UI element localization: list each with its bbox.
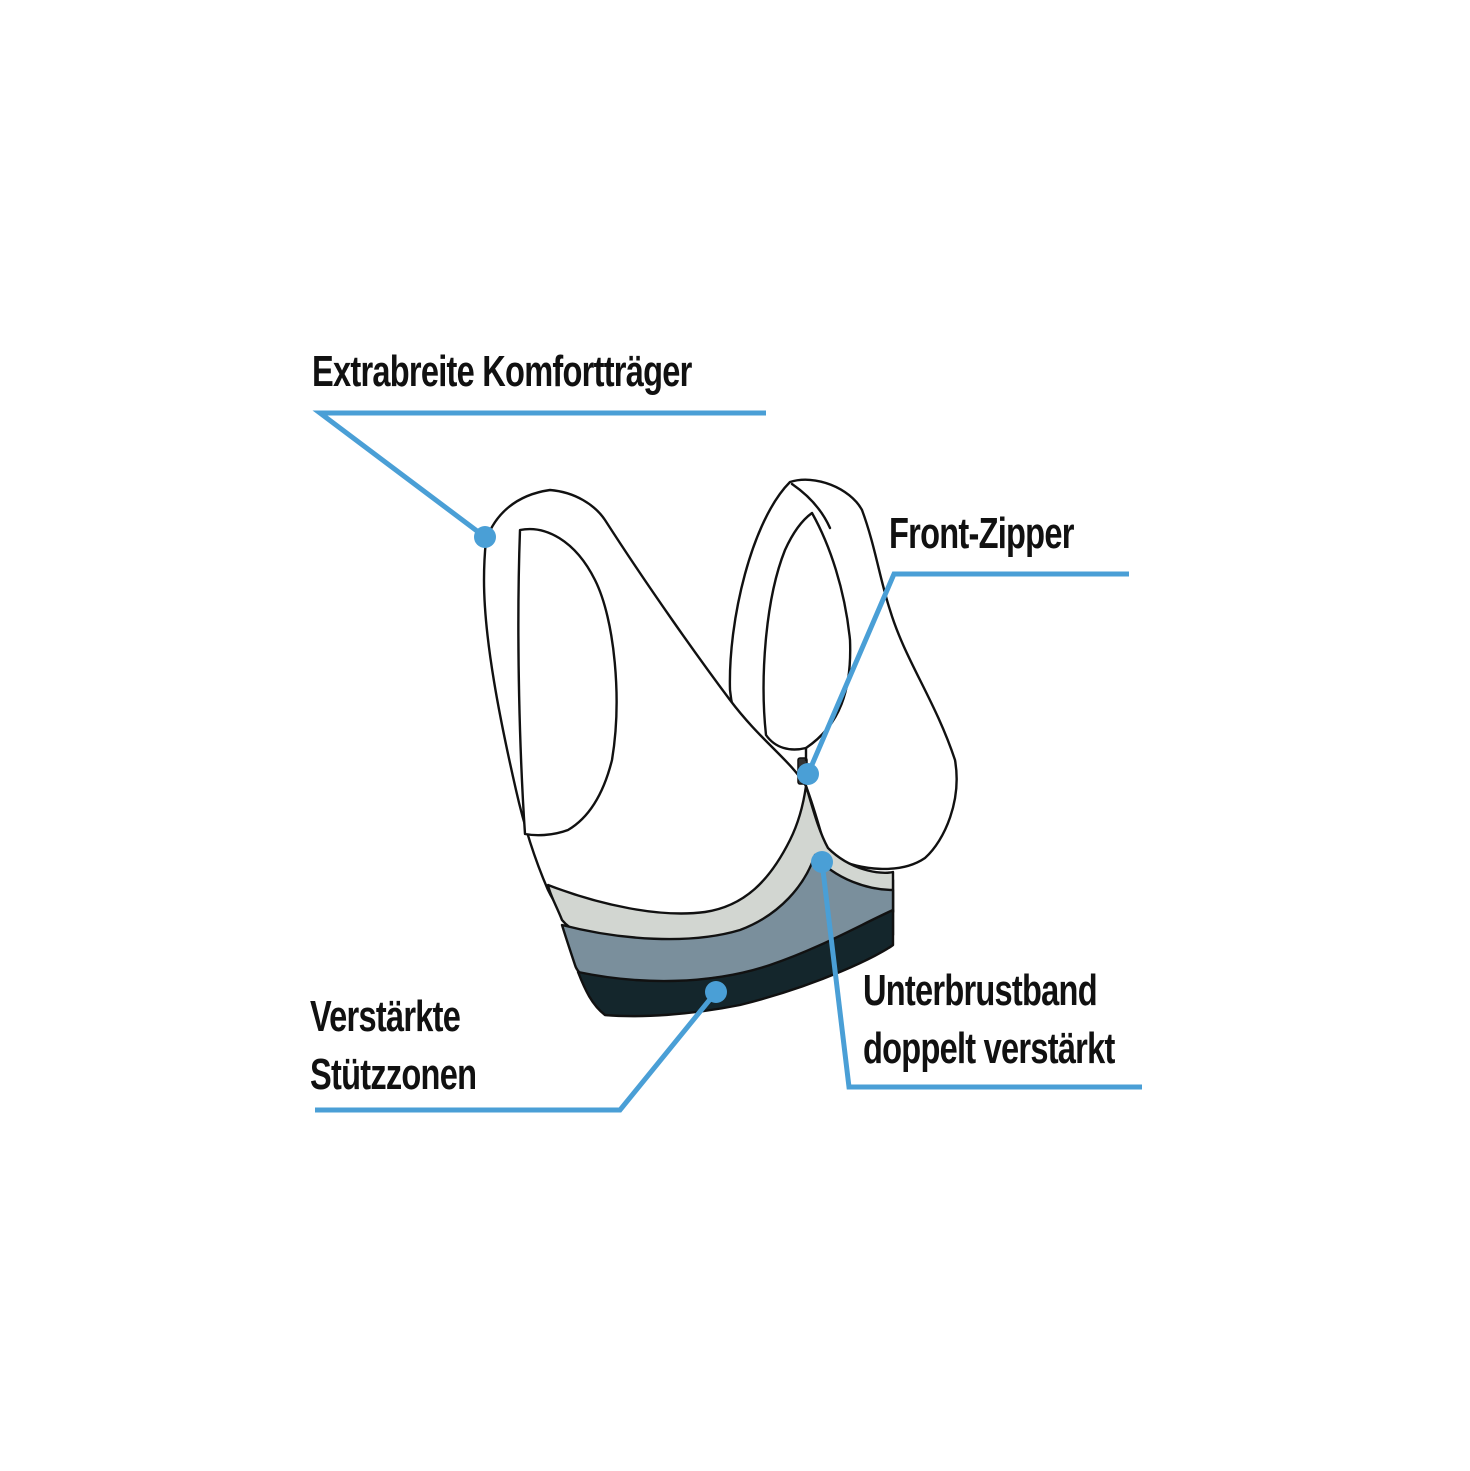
label-support-zones-line2: Stützzonen <box>310 1050 477 1099</box>
label-underbust-band-line1: Unterbrustband <box>863 966 1098 1015</box>
bra-illustration <box>482 478 958 1018</box>
label-support-zones-line1: Verstärkte <box>310 992 461 1041</box>
label-front-zipper: Front-Zipper <box>889 505 1074 563</box>
callout-line-zipper <box>805 571 1129 775</box>
callout-line-zones <box>315 990 718 1113</box>
label-comfort-straps-text: Extrabreite Komfortträger <box>312 347 692 396</box>
callout-line-band <box>819 861 1142 1090</box>
right-strap-edge <box>790 482 832 530</box>
callout-line-straps <box>312 410 766 539</box>
label-underbust-band-line2: doppelt verstärkt <box>863 1024 1115 1073</box>
callout-dot-band <box>811 851 833 873</box>
label-front-zipper-text: Front-Zipper <box>889 509 1074 558</box>
callout-dot-zipper <box>797 763 819 785</box>
callouts <box>312 410 1142 1113</box>
callout-dot-straps <box>474 526 496 548</box>
left-strap-inner <box>517 527 618 837</box>
label-support-zones: Verstärkte Stützzonen <box>310 988 477 1104</box>
callout-dot-zones <box>705 981 727 1003</box>
label-comfort-straps: Extrabreite Komfortträger <box>312 343 692 401</box>
band-dark <box>576 908 895 1018</box>
callout-dots <box>474 526 833 1003</box>
label-underbust-band: Unterbrustband doppelt verstärkt <box>863 962 1115 1078</box>
